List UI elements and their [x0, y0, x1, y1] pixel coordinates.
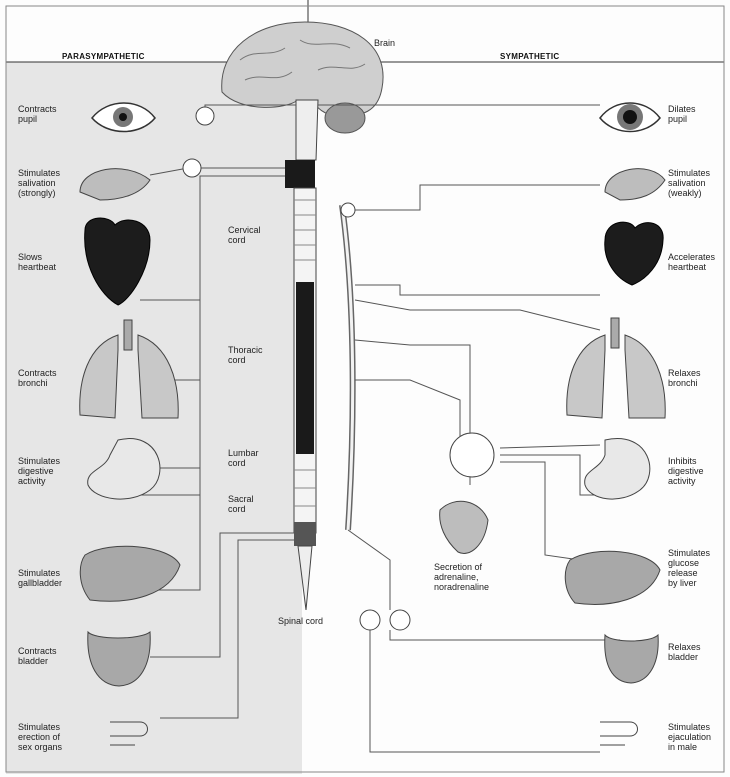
sacral-cord-label: Sacral cord	[228, 494, 254, 514]
para-label-stomach: Stimulates digestive activity	[18, 456, 60, 486]
symp-label-salivary: Stimulates salivation (weakly)	[668, 168, 710, 198]
thoracic-cord-label: Thoracic cord	[228, 345, 263, 365]
para-label-heart: Slows heartbeat	[18, 252, 56, 272]
celiac-ganglion	[450, 433, 494, 477]
symp-label-sex-organs: Stimulates ejaculation in male	[668, 722, 711, 752]
cranial-segment	[285, 160, 315, 188]
symp-label-stomach: Inhibits digestive activity	[668, 456, 704, 486]
cervical-cord-label: Cervical cord	[228, 225, 261, 245]
symp-label-bladder: Relaxes bladder	[668, 642, 701, 662]
lumbar-cord-label: Lumbar cord	[228, 448, 259, 468]
parasympathetic-header: PARASYMPATHETIC	[62, 52, 145, 61]
para-label-salivary: Stimulates salivation (strongly)	[18, 168, 60, 198]
symp-label-lungs: Relaxes bronchi	[668, 368, 701, 388]
para-label-sex-organs: Stimulates erection of sex organs	[18, 722, 62, 752]
thoracolumbar-segment	[296, 282, 314, 454]
symp-label-liver: Stimulates glucose release by liver	[668, 548, 710, 588]
cerebellum	[325, 103, 365, 133]
sympathetic-header: SYMPATHETIC	[500, 52, 559, 61]
para-label-bladder: Contracts bladder	[18, 646, 57, 666]
symp-label-eye: Dilates pupil	[668, 104, 696, 124]
sacral-segment	[294, 522, 316, 546]
para-label-lungs: Contracts bronchi	[18, 368, 57, 388]
para-label-liver: Stimulates gallbladder	[18, 568, 62, 588]
spinal-cord-label: Spinal cord	[278, 616, 323, 626]
symp-label-heart: Accelerates heartbeat	[668, 252, 715, 272]
adrenal-label: Secretion of adrenaline, noradrenaline	[434, 562, 489, 592]
brain-label: Brain	[374, 38, 395, 48]
para-label-eye: Contracts pupil	[18, 104, 57, 124]
